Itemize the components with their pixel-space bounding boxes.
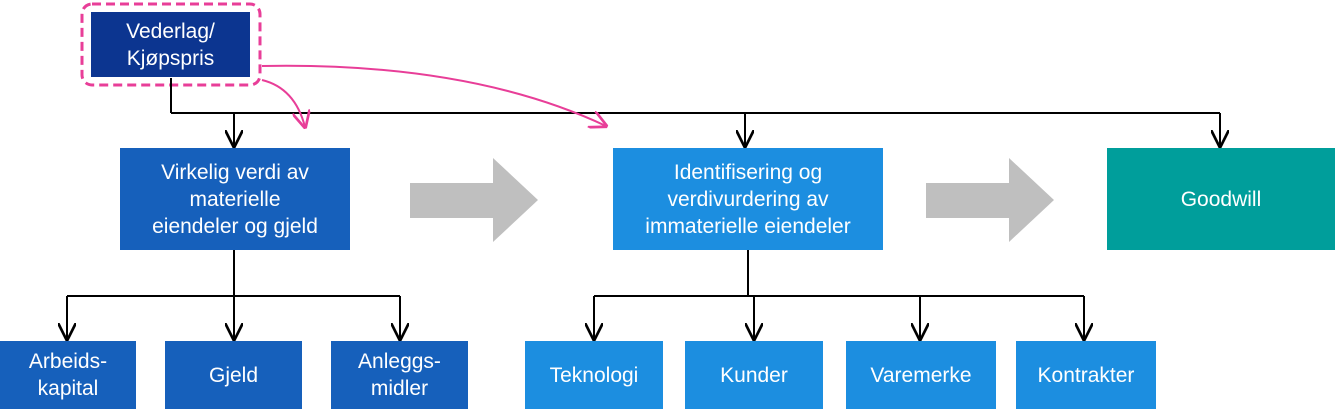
working-capital-box: Arbeids- kapital: [0, 341, 136, 409]
intangible-assets-box: Identifisering og verdivurdering av imma…: [613, 148, 883, 250]
customers-box: Kunder: [685, 341, 823, 409]
flow-arrow-2: [926, 158, 1054, 242]
debt-label: Gjeld: [208, 363, 259, 387]
fixed-assets-label: Anleggs- midler: [358, 350, 441, 400]
trademark-box: Varemerke: [846, 341, 996, 409]
working-capital-label: Arbeids- kapital: [28, 350, 108, 400]
top-connector: [170, 78, 1220, 146]
customers-label: Kunder: [720, 363, 788, 387]
fixed-assets-box: Anleggs- midler: [331, 341, 468, 409]
contracts-label: Kontrakter: [1037, 363, 1135, 387]
purchase-price-label: Vederlag/ Kjøpspris: [126, 19, 215, 70]
tangible-assets-box: Virkelig verdi av materielle eiendeler o…: [120, 148, 350, 250]
trademark-label: Varemerke: [870, 363, 972, 387]
tangible-assets-label: Virkelig verdi av materielle eiendeler o…: [152, 160, 318, 238]
contracts-box: Kontrakter: [1016, 341, 1156, 409]
purchase-price-box: Vederlag/ Kjøpspris: [91, 12, 250, 77]
tangible-children-connector: [67, 250, 400, 339]
highlight-arrows: [261, 64, 606, 127]
goodwill-label: Goodwill: [1180, 187, 1262, 211]
goodwill-box: Goodwill: [1107, 148, 1335, 250]
technology-label: Teknologi: [549, 363, 639, 387]
debt-box: Gjeld: [165, 341, 302, 409]
technology-box: Teknologi: [525, 341, 663, 409]
flow-arrow-1: [410, 158, 538, 242]
intangible-children-connector: [594, 250, 1084, 339]
intangible-assets-label: Identifisering og verdivurdering av imma…: [645, 160, 851, 238]
